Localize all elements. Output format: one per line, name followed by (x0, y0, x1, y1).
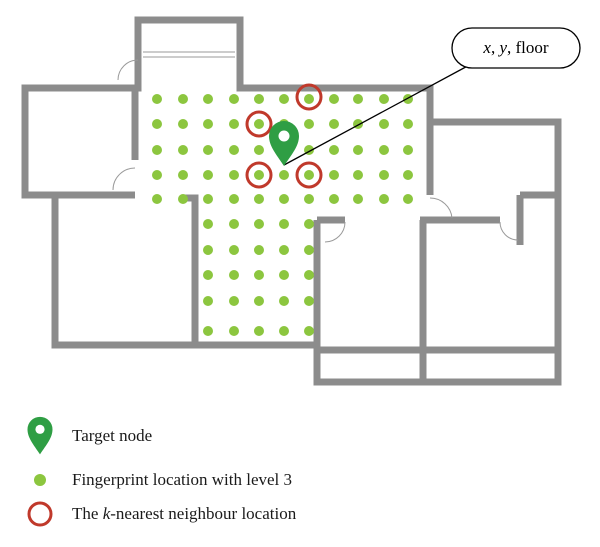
callout-leader-line (283, 61, 476, 166)
floor-plan-diagram: x, y, floor (21, 16, 581, 386)
fingerprint-dot (229, 296, 239, 306)
fingerprint-dot (203, 326, 213, 336)
map-pin-icon (22, 416, 58, 455)
fingerprint-dot (229, 145, 239, 155)
red-ring-icon (22, 496, 58, 532)
fingerprint-dot (379, 194, 389, 204)
fingerprint-dot (229, 119, 239, 129)
floor-plan-walls (21, 16, 562, 386)
fingerprint-dot (403, 94, 413, 104)
fingerprint-dot (353, 145, 363, 155)
fingerprint-dot (203, 194, 213, 204)
fingerprint-dot (254, 326, 264, 336)
fingerprint-dot (203, 170, 213, 180)
legend-fingerprint: Fingerprint location with level 3 (22, 462, 292, 498)
legend-target-label: Target node (72, 426, 153, 445)
fingerprint-dot (279, 219, 289, 229)
legend-knn: The k-nearest neighbour location (22, 496, 296, 532)
fingerprint-dot (229, 94, 239, 104)
fingerprint-dot (279, 270, 289, 280)
fingerprint-dot (379, 145, 389, 155)
fingerprint-dot (304, 94, 314, 104)
fingerprint-dot (403, 119, 413, 129)
legend-target: Target node (22, 416, 153, 455)
fingerprint-dot (254, 119, 264, 129)
legend-fingerprint-label: Fingerprint location with level 3 (72, 470, 293, 489)
fingerprint-dot (329, 170, 339, 180)
fingerprint-dot (379, 94, 389, 104)
fingerprint-dot (353, 194, 363, 204)
window (143, 51, 235, 58)
fingerprint-dot (304, 270, 314, 280)
fingerprint-dot (229, 194, 239, 204)
fingerprint-dot (379, 119, 389, 129)
knn-neighbour-ring (295, 161, 323, 189)
fingerprint-dot (254, 296, 264, 306)
green-dot-icon (22, 462, 58, 498)
fingerprint-dot (203, 245, 213, 255)
fingerprint-dot (254, 245, 264, 255)
fingerprint-dot (229, 270, 239, 280)
fingerprint-dot (403, 194, 413, 204)
fingerprint-dot (229, 326, 239, 336)
fingerprint-dot (229, 219, 239, 229)
fingerprint-dot (279, 170, 289, 180)
target-node-pin (269, 121, 299, 166)
doors (112, 59, 519, 243)
fingerprint-dot (152, 94, 162, 104)
fingerprint-dot (229, 170, 239, 180)
fingerprint-dot (203, 94, 213, 104)
fingerprint-dot (254, 219, 264, 229)
knn-neighbour-ring (245, 161, 273, 189)
fingerprint-dot (403, 145, 413, 155)
fingerprint-dot (353, 170, 363, 180)
knn-neighbour-ring (245, 110, 273, 138)
fingerprint-dot (329, 94, 339, 104)
fingerprint-dot (279, 194, 289, 204)
fingerprint-dot (254, 194, 264, 204)
knn-neighbour-ring (295, 83, 323, 111)
fingerprint-dot (203, 270, 213, 280)
fingerprint-dot (304, 194, 314, 204)
fingerprint-dot (304, 119, 314, 129)
fingerprint-dot (203, 296, 213, 306)
fingerprint-dot (304, 326, 314, 336)
fingerprint-dot (279, 94, 289, 104)
fingerprint-dot (178, 194, 188, 204)
fingerprint-dot (178, 119, 188, 129)
fingerprint-dot (254, 145, 264, 155)
fingerprint-dot (152, 145, 162, 155)
fingerprint-dot (203, 145, 213, 155)
callout-box (451, 27, 581, 69)
callout-text: x, y, floor (482, 38, 548, 57)
legend-knn-label: The k-nearest neighbour location (72, 504, 297, 523)
fingerprint-dot (279, 296, 289, 306)
fingerprint-dot (329, 145, 339, 155)
knn-rings (245, 83, 323, 189)
fingerprint-grid (152, 94, 413, 336)
fingerprint-dot (178, 170, 188, 180)
fingerprint-dot (152, 194, 162, 204)
fingerprint-dot (329, 194, 339, 204)
fingerprint-dot (304, 219, 314, 229)
fingerprint-dot (304, 245, 314, 255)
fingerprint-dot (178, 94, 188, 104)
fingerprint-dot (279, 326, 289, 336)
fingerprint-dot (304, 296, 314, 306)
fingerprint-dot (203, 119, 213, 129)
fingerprint-dot (152, 119, 162, 129)
fingerprint-dot (279, 245, 289, 255)
fingerprint-dot (329, 119, 339, 129)
fingerprint-dot (254, 170, 264, 180)
fingerprint-dot (353, 94, 363, 104)
fingerprint-dot (403, 170, 413, 180)
fingerprint-dot (254, 94, 264, 104)
fingerprint-dot (379, 170, 389, 180)
fingerprint-dot (229, 245, 239, 255)
fingerprint-dot (203, 219, 213, 229)
fingerprint-dot (178, 145, 188, 155)
fingerprint-dot (152, 170, 162, 180)
fingerprint-dot (254, 270, 264, 280)
fingerprint-dot (304, 170, 314, 180)
